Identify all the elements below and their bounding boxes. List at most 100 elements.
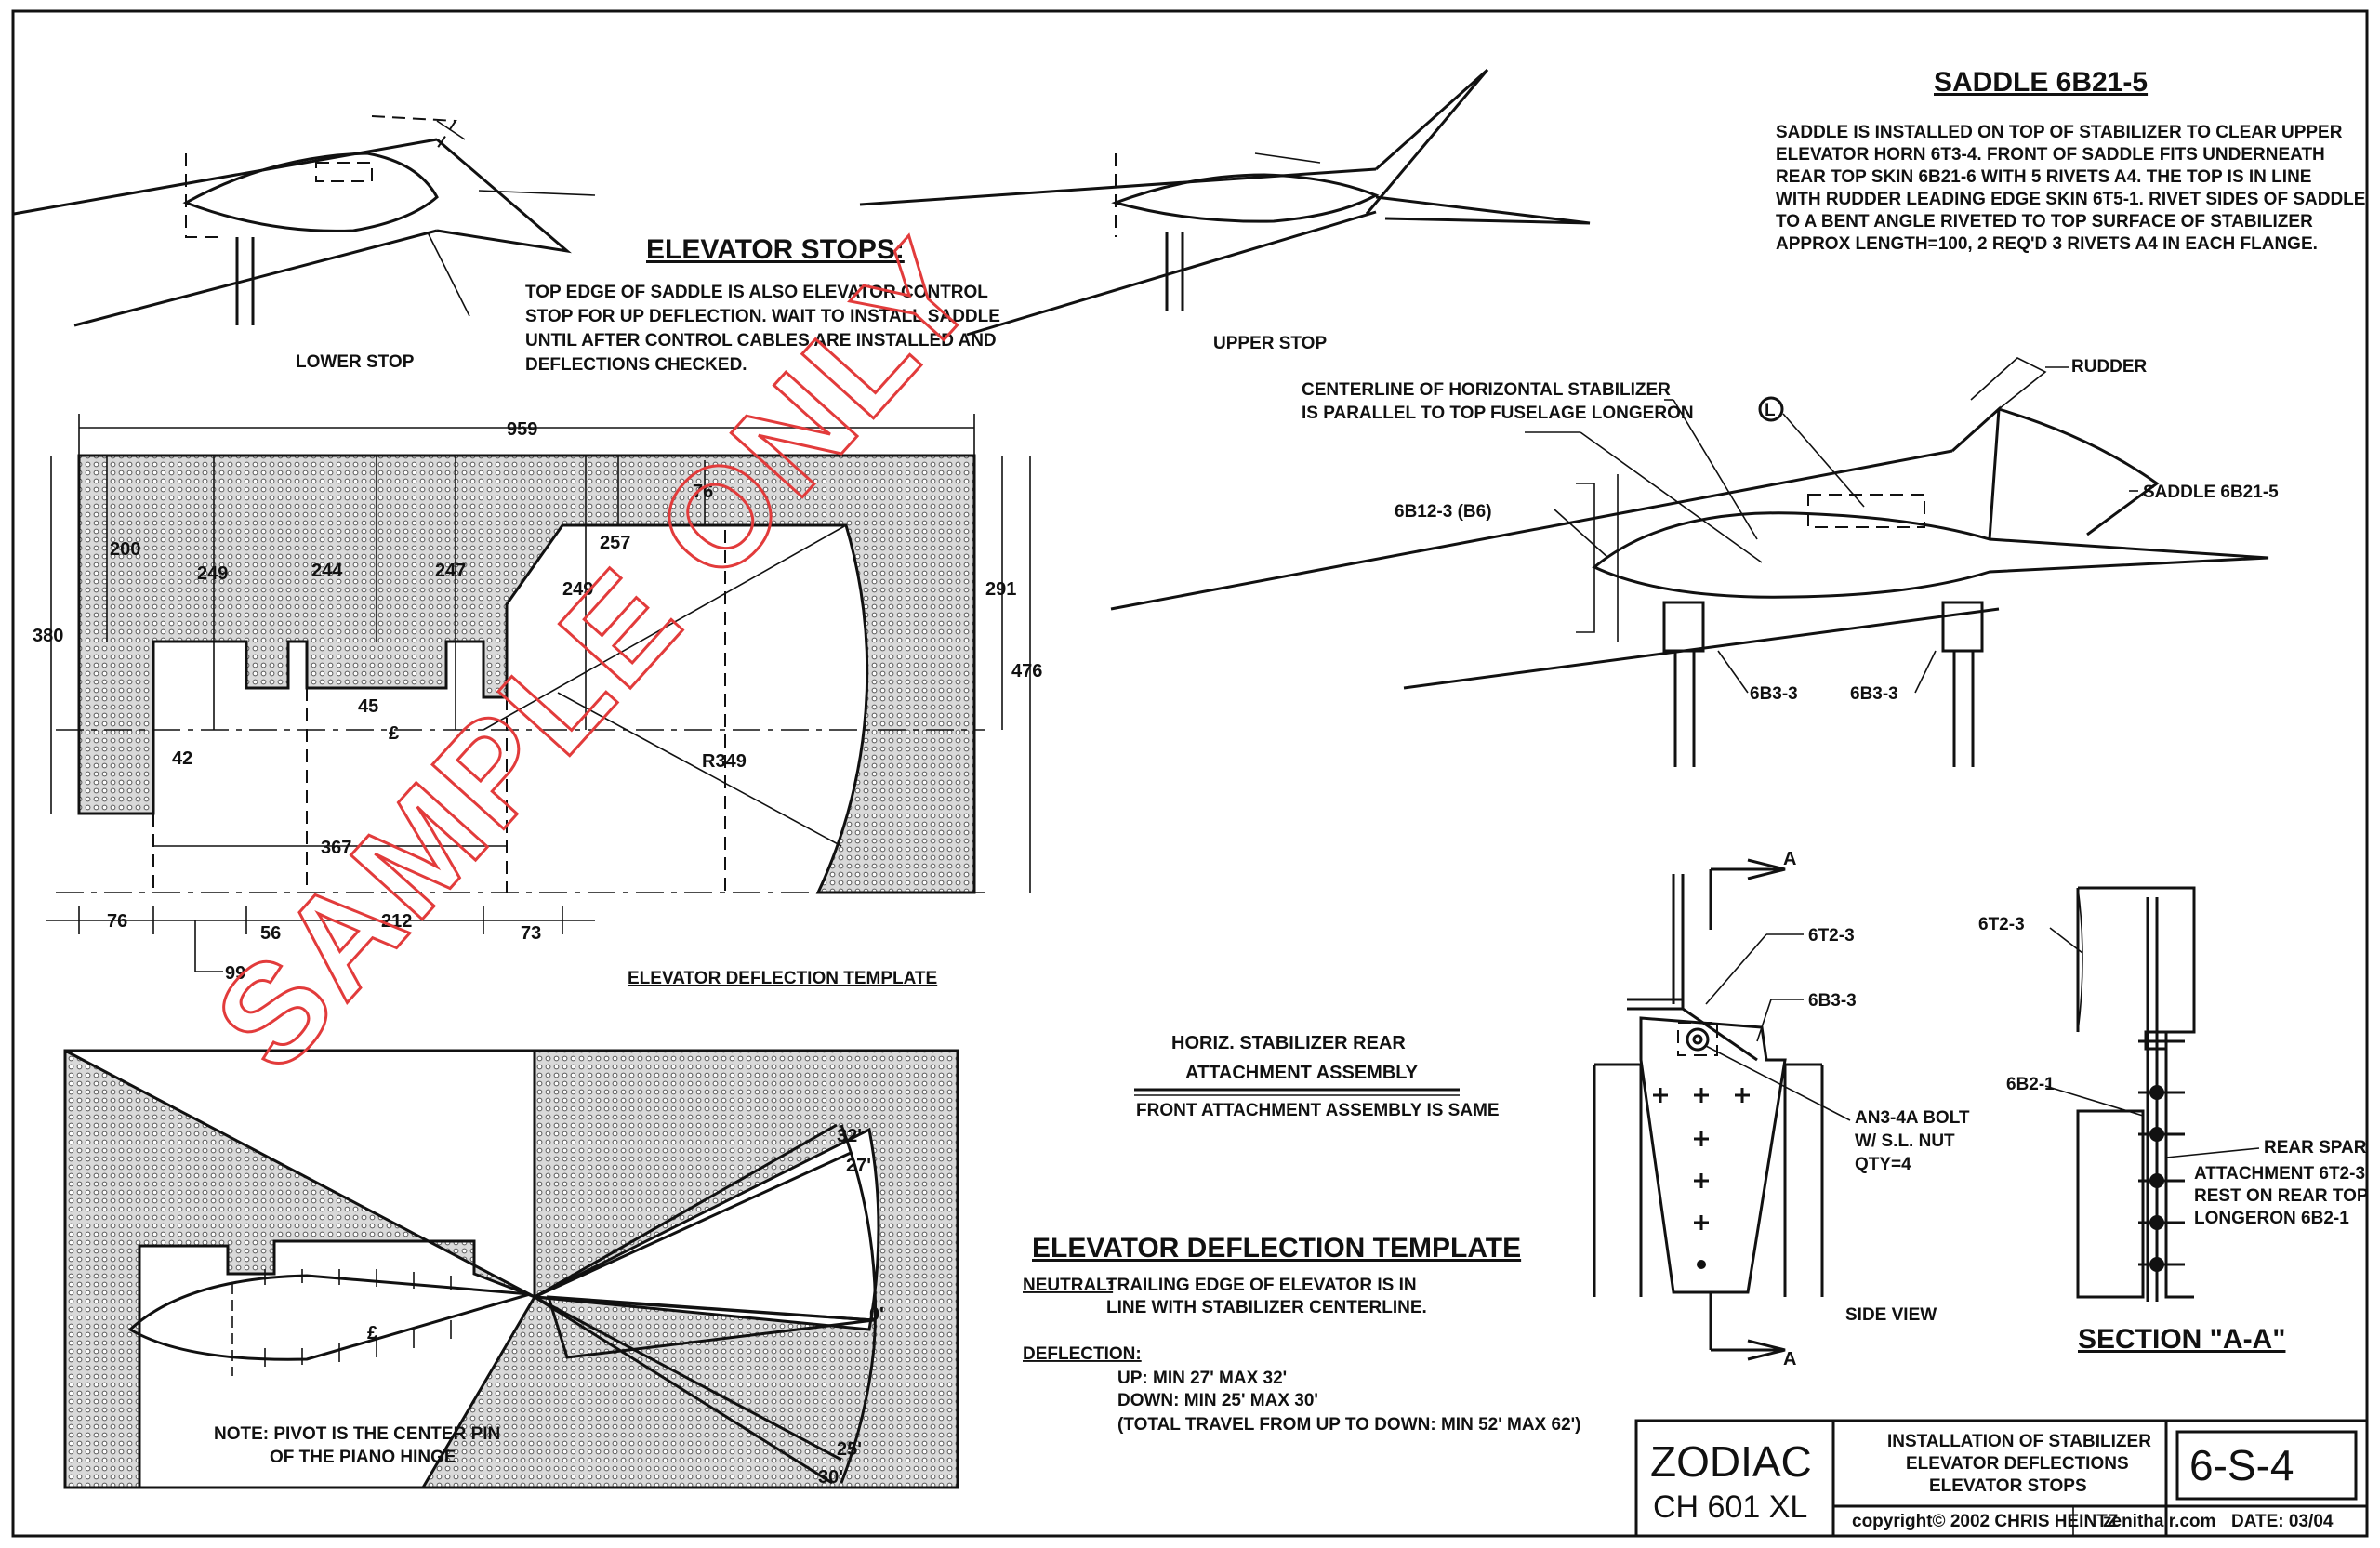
sheet-number: 6-S-4 bbox=[2189, 1441, 2294, 1489]
title-desc-1: INSTALLATION OF STABILIZER bbox=[1887, 1432, 2151, 1451]
angle-0: 0' bbox=[869, 1304, 884, 1325]
dim-244: 244 bbox=[311, 561, 343, 581]
model-name: CH 601 XL bbox=[1653, 1489, 1807, 1525]
section-aa-caption: SECTION "A-A" bbox=[2078, 1324, 2285, 1355]
stabilizer-assembly-view: L CENTERLINE OF HORIZONTAL STABILIZER IS… bbox=[1110, 357, 2279, 767]
site: zenithair.com bbox=[2103, 1512, 2215, 1531]
dim-r349: R349 bbox=[702, 751, 747, 772]
dim-249-b: 249 bbox=[562, 579, 593, 600]
title-block: ZODIAC CH 601 XL INSTALLATION OF STABILI… bbox=[1634, 1419, 2369, 1538]
saddle-note: SADDLE 6B21-5 SADDLE IS INSTALLED ON TOP… bbox=[1776, 67, 2365, 254]
template-caption: ELEVATOR DEFLECTION TEMPLATE bbox=[628, 969, 937, 988]
angle-32: 32' bbox=[837, 1126, 862, 1146]
saddle-line-4: WITH RUDDER LEADING EDGE SKIN 6T5-1. RIV… bbox=[1776, 190, 2365, 209]
saddle-line-1: SADDLE IS INSTALLED ON TOP OF STABILIZER… bbox=[1776, 123, 2343, 142]
section-note-3: REST ON REAR TOP bbox=[2194, 1186, 2369, 1206]
saddle-line-5: TO A BENT ANGLE RIVETED TO TOP SURFACE O… bbox=[1776, 212, 2313, 232]
bolt-line-3: QTY=4 bbox=[1855, 1155, 1911, 1174]
section-part-6t2: 6T2-3 bbox=[1978, 915, 2025, 934]
deflection-notes-title: ELEVATOR DEFLECTION TEMPLATE bbox=[1032, 1233, 1521, 1264]
bolt-line-2: W/ S.L. NUT bbox=[1855, 1131, 1955, 1151]
saddle-line-3: REAR TOP SKIN 6B21-6 WITH 5 RIVETS A4. T… bbox=[1776, 167, 2311, 187]
dim-476: 476 bbox=[1012, 661, 1042, 681]
rear-attach-title-1: HORIZ. STABILIZER REAR bbox=[1171, 1033, 1406, 1053]
copyright: copyright© 2002 CHRIS HEINTZ bbox=[1852, 1512, 2119, 1531]
lower-stop-label: LOWER STOP bbox=[296, 352, 415, 372]
dim-959: 959 bbox=[507, 419, 537, 440]
pivot-note-2: OF THE PIANO HINGE bbox=[270, 1448, 456, 1467]
dim-b212: 212 bbox=[381, 911, 412, 932]
dim-76-top: 76 bbox=[693, 482, 713, 502]
neutral-line-1: TRAILING EDGE OF ELEVATOR IS IN bbox=[1106, 1276, 1417, 1295]
dim-257: 257 bbox=[600, 533, 630, 553]
dim-247: 247 bbox=[435, 561, 466, 581]
deflection-notes: ELEVATOR DEFLECTION TEMPLATE NEUTRAL: TR… bbox=[1023, 1233, 1581, 1435]
dim-200: 200 bbox=[110, 539, 140, 560]
template-2-centerline: £ bbox=[367, 1323, 377, 1343]
sheet-border bbox=[11, 9, 2369, 1538]
dim-291: 291 bbox=[985, 579, 1016, 600]
neutral-label: NEUTRAL: bbox=[1023, 1276, 1113, 1295]
centerline-note-2: IS PARALLEL TO TOP FUSELAGE LONGERON bbox=[1302, 404, 1694, 423]
deflection-template-dimensioned: 959 76 200 249 244 247 249 257 380 291 4… bbox=[33, 414, 1042, 988]
section-note-4: LONGERON 6B2-1 bbox=[2194, 1209, 2349, 1228]
elevator-stops-line-4: DEFLECTIONS CHECKED. bbox=[525, 355, 747, 375]
deflection-template-angles: £ 32' 27' 0' 25' 30' NOTE: PIVOT IS THE … bbox=[63, 1049, 959, 1489]
angle-25: 25' bbox=[837, 1439, 862, 1460]
side-view-caption: SIDE VIEW bbox=[1845, 1305, 1937, 1325]
dim-367: 367 bbox=[321, 838, 351, 858]
neutral-line-2: LINE WITH STABILIZER CENTERLINE. bbox=[1106, 1298, 1427, 1317]
rear-attachment-title: HORIZ. STABILIZER REAR ATTACHMENT ASSEMB… bbox=[1134, 1033, 1500, 1120]
title-desc-2: ELEVATOR DEFLECTIONS bbox=[1906, 1454, 2129, 1474]
dim-b76: 76 bbox=[107, 911, 127, 932]
section-part-6b2: 6B2-1 bbox=[2006, 1075, 2055, 1094]
template-1-centerline: £ bbox=[389, 723, 399, 744]
deflection-label: DEFLECTION: bbox=[1023, 1344, 1142, 1364]
rudder-label: RUDDER bbox=[2071, 357, 2148, 377]
upper-stop-sketch: UPPER STOP bbox=[859, 68, 1591, 353]
title-desc-3: ELEVATOR STOPS bbox=[1929, 1476, 2087, 1496]
dim-42: 42 bbox=[172, 748, 192, 769]
saddle-title: SADDLE 6B21-5 bbox=[1934, 67, 2148, 98]
elevator-stops-note: ELEVATOR STOPS: TOP EDGE OF SADDLE IS AL… bbox=[525, 234, 1000, 375]
deflection-total: (TOTAL TRAVEL FROM UP TO DOWN: MIN 52' M… bbox=[1117, 1415, 1581, 1435]
upper-stop-label: UPPER STOP bbox=[1213, 334, 1327, 353]
drawing-date: DATE: 03/04 bbox=[2231, 1512, 2334, 1531]
pivot-note-1: NOTE: PIVOT IS THE CENTER PIN bbox=[214, 1424, 500, 1444]
elevator-stops-line-2: STOP FOR UP DEFLECTION. WAIT TO INSTALL … bbox=[525, 307, 1000, 326]
saddle-callout: SADDLE 6B21-5 bbox=[2143, 483, 2279, 502]
angle-30: 30' bbox=[818, 1467, 843, 1488]
section-a-bottom: A bbox=[1783, 1349, 1796, 1369]
section-note-2: ATTACHMENT 6T2-3 bbox=[2194, 1164, 2365, 1184]
section-a-top: A bbox=[1783, 849, 1796, 869]
dim-249-a: 249 bbox=[197, 563, 228, 584]
side-part-6t2: 6T2-3 bbox=[1808, 926, 1855, 946]
dim-b56: 56 bbox=[260, 923, 281, 944]
lower-stop-sketch: LOWER STOP bbox=[13, 115, 596, 372]
part-6b12-label: 6B12-3 (B6) bbox=[1395, 502, 1492, 522]
elevator-stops-line-3: UNTIL AFTER CONTROL CABLES ARE INSTALLED… bbox=[525, 331, 997, 351]
section-note-1: REAR SPAR bbox=[2264, 1138, 2367, 1158]
dim-45: 45 bbox=[358, 696, 378, 717]
saddle-line-2: ELEVATOR HORN 6T3-4. FRONT OF SADDLE FIT… bbox=[1776, 145, 2325, 165]
part-6b3-b: 6B3-3 bbox=[1850, 684, 1898, 704]
elevator-stops-line-1: TOP EDGE OF SADDLE IS ALSO ELEVATOR CONT… bbox=[525, 283, 988, 302]
side-part-6b3: 6B3-3 bbox=[1808, 991, 1857, 1011]
saddle-line-6: APPROX LENGTH=100, 2 REQ'D 3 RIVETS A4 I… bbox=[1776, 234, 2318, 254]
brand-name: ZODIAC bbox=[1650, 1437, 1812, 1486]
deflection-down: DOWN: MIN 25' MAX 30' bbox=[1117, 1391, 1318, 1410]
dim-380: 380 bbox=[33, 626, 63, 646]
rear-attach-subtitle: FRONT ATTACHMENT ASSEMBLY IS SAME bbox=[1136, 1101, 1500, 1120]
circle-l-label: L bbox=[1765, 401, 1776, 420]
rear-attach-title-2: ATTACHMENT ASSEMBLY bbox=[1185, 1063, 1419, 1083]
side-view: A A 6T2-3 6B3-3 AN3-4A BOLT W/ S.L. NUT … bbox=[1593, 849, 1970, 1369]
bolt-line-1: AN3-4A BOLT bbox=[1855, 1108, 1970, 1128]
part-6b3-a: 6B3-3 bbox=[1750, 684, 1798, 704]
section-aa: 6T2-3 6B2-1 REAR SPAR ATTACHMENT 6T2-3 R… bbox=[1978, 886, 2369, 1355]
dim-b99: 99 bbox=[225, 963, 245, 984]
centerline-note-1: CENTERLINE OF HORIZONTAL STABILIZER bbox=[1302, 380, 1671, 400]
dim-b73: 73 bbox=[521, 923, 541, 944]
elevator-stops-title: ELEVATOR STOPS: bbox=[646, 234, 905, 265]
angle-27: 27' bbox=[846, 1156, 871, 1176]
